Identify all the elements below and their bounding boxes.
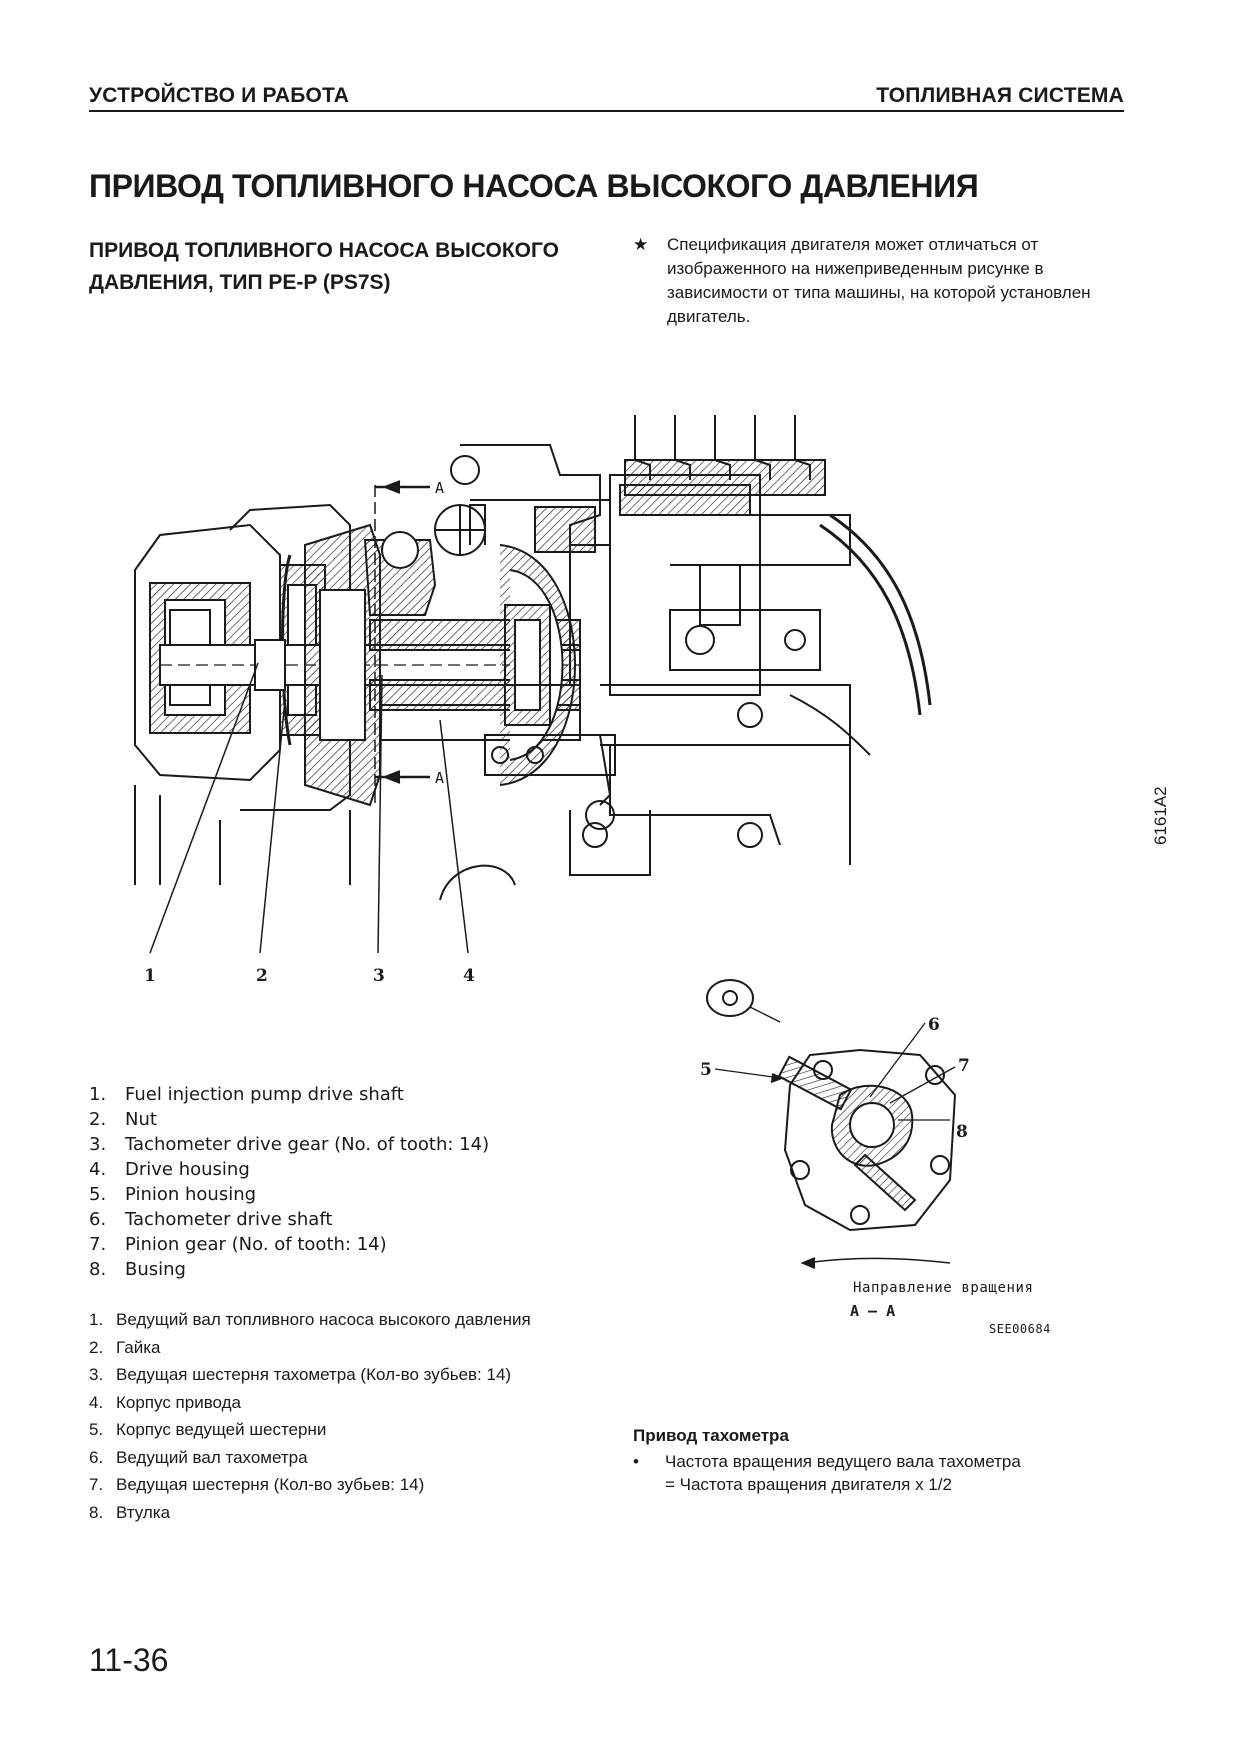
list-item: 3.Tachometer drive gear (No. of tooth: 1… bbox=[89, 1134, 490, 1155]
list-item: 6.Ведущий вал тахометра bbox=[89, 1447, 308, 1467]
section-mark-bottom: A bbox=[435, 769, 444, 787]
list-item: 7.Ведущая шестерня (Кол-во зубьев: 14) bbox=[89, 1475, 425, 1494]
list-item: 1.Fuel injection pump drive shaft bbox=[89, 1084, 404, 1105]
list-item: 4.Drive housing bbox=[89, 1159, 250, 1180]
list-item: 5.Корпус ведущей шестерни bbox=[89, 1420, 327, 1439]
list-item: 6.Tachometer drive shaft bbox=[89, 1209, 333, 1230]
list-item: 5.Pinion housing bbox=[89, 1184, 257, 1205]
callout-1: 1 bbox=[144, 966, 156, 986]
list-item: 8.Втулка bbox=[89, 1502, 171, 1522]
pump-drive-diagram: A A 1 2 3 4 bbox=[134, 415, 932, 986]
callout-2: 2 bbox=[256, 966, 268, 986]
list-item: 7.Pinion gear (No. of tooth: 14) bbox=[89, 1234, 387, 1255]
page-number: 11-36 bbox=[89, 1642, 169, 1678]
sub-title: ПРИВОД ТОПЛИВНОГО НАСОСА ВЫСОКОГО ДАВЛЕН… bbox=[89, 235, 599, 299]
header-section-title: УСТРОЙСТВО И РАБОТА bbox=[89, 84, 350, 107]
callout-4: 4 bbox=[463, 966, 475, 986]
section-label: A – A bbox=[850, 1302, 896, 1320]
rotation-direction-caption: Направление вращения bbox=[853, 1280, 1034, 1296]
list-item: 1.Ведущий вал топливного насоса высокого… bbox=[89, 1310, 531, 1329]
sub-title-line-1: ПРИВОД ТОПЛИВНОГО НАСОСА ВЫСОКОГО bbox=[89, 239, 559, 262]
section-drawing-code: SEE00684 bbox=[989, 1322, 1051, 1336]
callout-3: 3 bbox=[373, 966, 385, 986]
section-aa-diagram: 5 6 7 8 bbox=[700, 979, 970, 1269]
legend-russian: 1.Ведущий вал топливного насоса высокого… bbox=[89, 1310, 609, 1530]
header-chapter-title: ТОПЛИВНАЯ СИСТЕМА bbox=[876, 84, 1124, 107]
header-rule bbox=[89, 110, 1124, 112]
list-item: 2.Nut bbox=[89, 1109, 157, 1130]
list-item: 8.Busing bbox=[89, 1259, 186, 1280]
list-item: 4.Корпус привода bbox=[89, 1392, 242, 1412]
tachometer-line-2: = Частота вращения двигателя х 1/2 bbox=[665, 1475, 952, 1494]
callout-8: 8 bbox=[956, 1122, 968, 1142]
list-item: 3.Ведущая шестерня тахометра (Кол-во зуб… bbox=[89, 1365, 512, 1384]
tachometer-line-1: Частота вращения ведущего вала тахометра bbox=[665, 1452, 1021, 1471]
callout-7: 7 bbox=[958, 1056, 970, 1076]
callout-5: 5 bbox=[700, 1060, 712, 1080]
section-mark-top: A bbox=[435, 479, 444, 497]
tachometer-formula: • Частота вращения ведущего вала тахомет… bbox=[633, 1450, 1153, 1496]
legend-english: 1.Fuel injection pump drive shaft 2.Nut … bbox=[89, 1082, 489, 1282]
bullet-icon: • bbox=[633, 1452, 639, 1471]
callout-6: 6 bbox=[928, 1015, 940, 1035]
tachometer-title: Привод тахометра bbox=[633, 1426, 789, 1445]
list-item: 2.Гайка bbox=[89, 1337, 161, 1357]
sub-title-line-2: ДАВЛЕНИЯ, ТИП PE-P (PS7S) bbox=[89, 271, 391, 294]
side-drawing-code: 6161A2 bbox=[1151, 786, 1170, 845]
spec-note-text: Спецификация двигателя может отличаться … bbox=[667, 235, 1091, 326]
page-title: ПРИВОД ТОПЛИВНОГО НАСОСА ВЫСОКОГО ДАВЛЕН… bbox=[89, 168, 979, 204]
spec-note: ★ Спецификация двигателя может отличатьс… bbox=[633, 233, 1133, 329]
star-icon: ★ bbox=[633, 235, 649, 254]
